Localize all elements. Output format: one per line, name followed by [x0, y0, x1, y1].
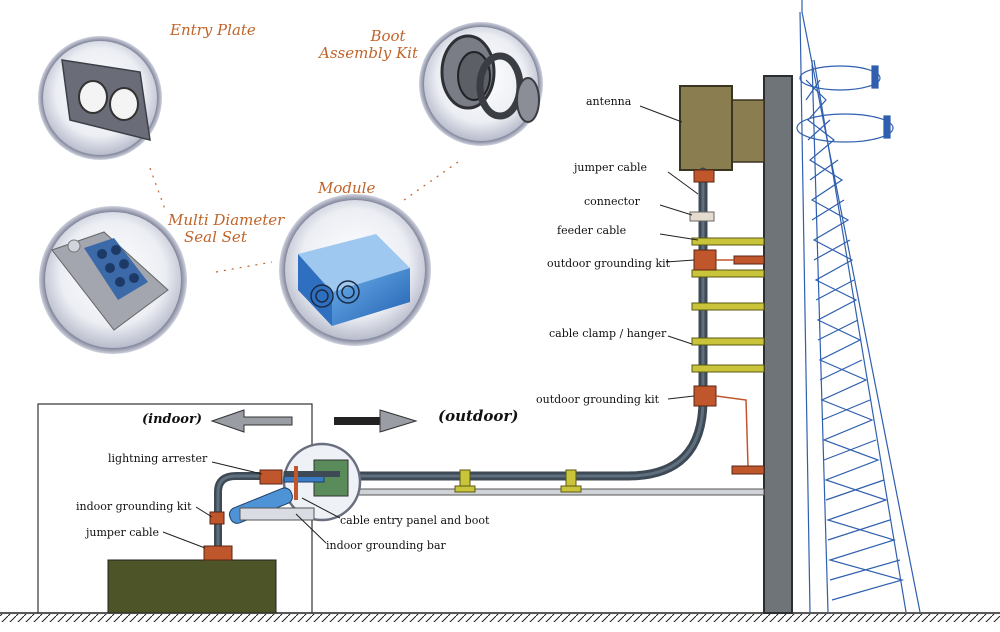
outdoor-grounding-kit-2-label: outdoor grounding kit: [536, 393, 660, 406]
lightning-arrester-label: lightning arrester: [108, 452, 208, 465]
lightning-arrester: [259, 469, 283, 485]
indoor-label: (indoor): [142, 412, 202, 427]
leader-lines: [162, 105, 699, 549]
cable-clamps: [454, 237, 765, 493]
outdoor-grounding-kit-1-label: outdoor grounding kit: [547, 257, 671, 270]
grounding-rail: [351, 488, 765, 496]
cable-entry-panel-label: cable entry panel and boot: [340, 514, 490, 527]
connector-label: connector: [584, 195, 640, 208]
indoor-grounding-bar-label: indoor grounding bar: [326, 539, 446, 552]
equipment-connector: [203, 545, 233, 561]
indoor-jumper-cable: [214, 472, 266, 552]
module-title: Module: [318, 179, 376, 197]
entry-plate-title: Entry Plate: [170, 21, 256, 39]
seal-set-title: Multi Diameter Seal Set: [168, 212, 284, 245]
indoor-grounding-kit: [209, 511, 225, 525]
boot-assembly-bubble: [419, 22, 543, 146]
connector: [689, 211, 715, 222]
outdoor-arrow: [334, 409, 418, 433]
ground: [0, 612, 1000, 622]
lattice-tower: [796, 0, 921, 613]
boot-assembly-title-line2: Assembly Kit: [318, 43, 418, 62]
boot-assembly-title-line1: Boot: [370, 27, 406, 45]
antenna: [679, 85, 765, 171]
seal-set-bubble: [39, 206, 187, 354]
mounting-wall: [763, 75, 793, 614]
seal-set-title-line1: Multi Diameter: [168, 211, 285, 229]
jumper-cable-bottom-label: jumper cable: [86, 526, 160, 539]
indoor-grounding-kit-label: indoor grounding kit: [76, 500, 192, 513]
boot-assembly-title: Boot Assembly Kit: [318, 28, 418, 61]
cable-clamp-label: cable clamp / hanger: [549, 327, 667, 340]
jumper-cable-top-label: jumper cable: [574, 161, 648, 174]
outdoor-grounding-kits: [693, 249, 765, 475]
feeder-cable: [347, 167, 708, 481]
seal-set-title-line2: Seal Set: [184, 227, 247, 246]
entry-plate-bubble: [38, 36, 162, 160]
feeder-cable-label: feeder cable: [557, 224, 627, 237]
entry-panel-magnifier: [282, 442, 362, 522]
jumper-connector-block: [693, 169, 715, 183]
indoor-grounding-bar: [228, 487, 315, 524]
indoor-shelter: [37, 403, 313, 614]
bubble-connectors: [149, 161, 459, 273]
antenna-label: antenna: [586, 95, 632, 108]
module-bubble: [279, 194, 431, 346]
indoor-arrow: [210, 409, 293, 433]
outdoor-label: (outdoor): [438, 407, 519, 425]
